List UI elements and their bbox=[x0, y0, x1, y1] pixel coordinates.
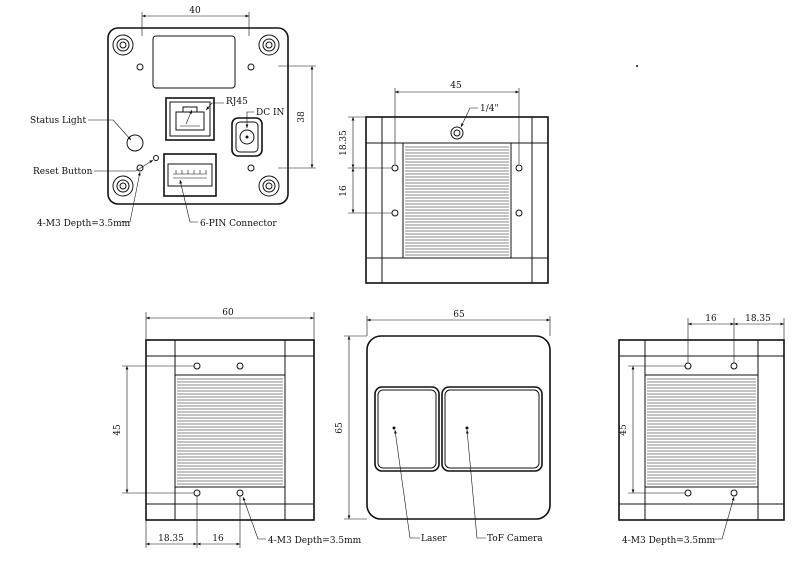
front-view: 65 65 Laser ToF Camera bbox=[335, 310, 551, 544]
label-status-light: Status Light bbox=[30, 116, 86, 126]
tripod-mount bbox=[450, 126, 464, 140]
corner-screw-bl bbox=[112, 175, 134, 197]
dim-left-a: 18.35 bbox=[158, 534, 184, 544]
m3-hole bbox=[730, 362, 738, 370]
reset-button bbox=[153, 155, 159, 161]
cooling-fins bbox=[647, 378, 756, 485]
m3-hole bbox=[684, 489, 692, 497]
left-housing bbox=[145, 339, 315, 521]
label-dc-in: DC IN bbox=[256, 108, 285, 118]
dim-top-b: 16 bbox=[339, 185, 349, 197]
dim-right-a: 18.35 bbox=[745, 314, 771, 324]
m3-hole bbox=[684, 362, 692, 370]
tof-camera-window bbox=[441, 386, 543, 472]
corner-screw-br bbox=[258, 175, 280, 197]
m3-hole bbox=[236, 489, 244, 497]
dim-right-height: 45 bbox=[619, 424, 629, 436]
m3-hole bbox=[515, 164, 523, 172]
label-mount-holes: 4-M3 Depth=3.5mm bbox=[37, 219, 131, 229]
dim-left-width: 60 bbox=[222, 308, 234, 318]
laser-window bbox=[374, 386, 440, 472]
label-right-mount-holes: 4-M3 Depth=3.5mm bbox=[622, 536, 716, 546]
label-rj45: RJ45 bbox=[226, 97, 248, 107]
m3-hole bbox=[136, 63, 144, 71]
dim-top-width: 45 bbox=[450, 81, 462, 91]
right-view: 16 18.35 45 4-M3 Depth=3.5mm bbox=[618, 314, 785, 546]
cooling-fins bbox=[405, 146, 509, 256]
right-housing bbox=[618, 339, 785, 521]
dim-right-b: 16 bbox=[705, 314, 717, 324]
m3-hole bbox=[136, 164, 144, 172]
label-tripod: 1/4" bbox=[480, 104, 499, 114]
m3-hole bbox=[391, 164, 399, 172]
label-recess bbox=[152, 35, 236, 89]
cooling-fins bbox=[177, 378, 283, 485]
label-connector: 6-PIN Connector bbox=[200, 219, 277, 229]
label-laser: Laser bbox=[421, 534, 447, 544]
m3-hole bbox=[730, 489, 738, 497]
dim-back-width: 40 bbox=[189, 6, 201, 16]
label-tof-camera: ToF Camera bbox=[487, 534, 543, 544]
status-light bbox=[126, 134, 144, 152]
m3-hole bbox=[193, 489, 201, 497]
dim-front-width: 65 bbox=[453, 310, 465, 320]
dim-front-height: 65 bbox=[335, 422, 345, 434]
label-left-mount-holes: 4-M3 Depth=3.5mm bbox=[268, 536, 362, 546]
dim-left-b: 16 bbox=[212, 534, 224, 544]
m3-hole bbox=[391, 209, 399, 217]
top-housing bbox=[365, 116, 549, 284]
front-housing bbox=[366, 335, 551, 520]
rj45-port bbox=[165, 97, 215, 141]
dim-back-height: 38 bbox=[297, 111, 307, 123]
six-pin-connector bbox=[163, 153, 217, 197]
top-view: 45 1/4" 18.35 16 bbox=[339, 81, 549, 284]
m3-hole bbox=[247, 63, 255, 71]
left-view: 60 45 18.35 16 4-M3 Depth=3.5mm bbox=[113, 308, 362, 548]
m3-hole bbox=[193, 362, 201, 370]
label-reset-button: Reset Button bbox=[33, 167, 93, 177]
corner-screw-tl bbox=[112, 34, 134, 56]
dim-top-a: 18.35 bbox=[339, 130, 349, 156]
back-housing bbox=[107, 27, 289, 205]
back-view: 40 38 Status Light Reset Button RJ45 DC … bbox=[30, 6, 316, 229]
dim-left-height: 45 bbox=[113, 424, 123, 436]
m3-hole bbox=[236, 362, 244, 370]
m3-hole bbox=[247, 164, 255, 172]
corner-screw-tr bbox=[258, 34, 280, 56]
m3-hole bbox=[515, 209, 523, 217]
